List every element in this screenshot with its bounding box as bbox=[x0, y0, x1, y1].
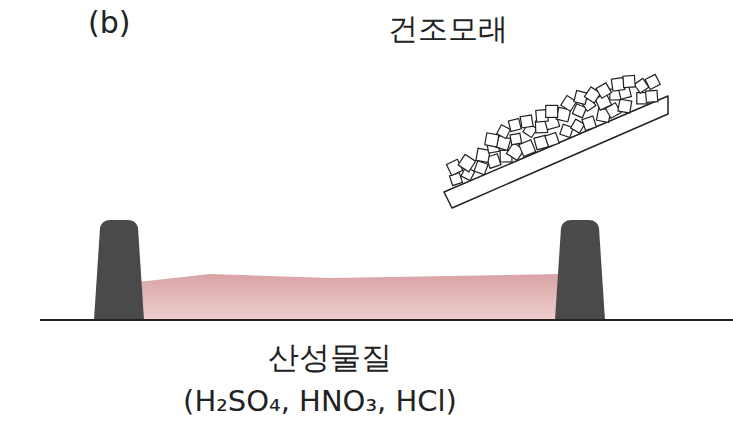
acid-formula: (H₂SO₄, HNO₃, HCl) bbox=[183, 386, 457, 418]
left-barrier bbox=[94, 220, 144, 320]
sand-grain bbox=[545, 132, 559, 146]
ground-line bbox=[40, 319, 733, 321]
sand-grain bbox=[485, 133, 499, 147]
acid-label: 산성물질 bbox=[268, 340, 392, 374]
dry-sand bbox=[446, 74, 660, 185]
sand-grain bbox=[623, 75, 635, 87]
sand-grain bbox=[508, 119, 521, 132]
sand-grain bbox=[510, 133, 522, 145]
acid-liquid bbox=[138, 274, 560, 320]
sand-grain bbox=[474, 161, 488, 175]
sand-grain bbox=[646, 90, 658, 102]
sand-tray bbox=[444, 96, 668, 208]
sand-grain bbox=[520, 115, 533, 128]
sand-grain bbox=[458, 154, 475, 171]
panel-label: (b) bbox=[88, 6, 130, 39]
sand-grain bbox=[618, 99, 632, 113]
sand-grain bbox=[596, 83, 611, 98]
right-barrier bbox=[555, 220, 605, 320]
sand-grain bbox=[497, 125, 511, 139]
sand-grain bbox=[546, 105, 558, 117]
sand-grain bbox=[582, 116, 596, 130]
sand-grain bbox=[645, 74, 660, 89]
sand-label: 건조모래 bbox=[388, 12, 508, 45]
